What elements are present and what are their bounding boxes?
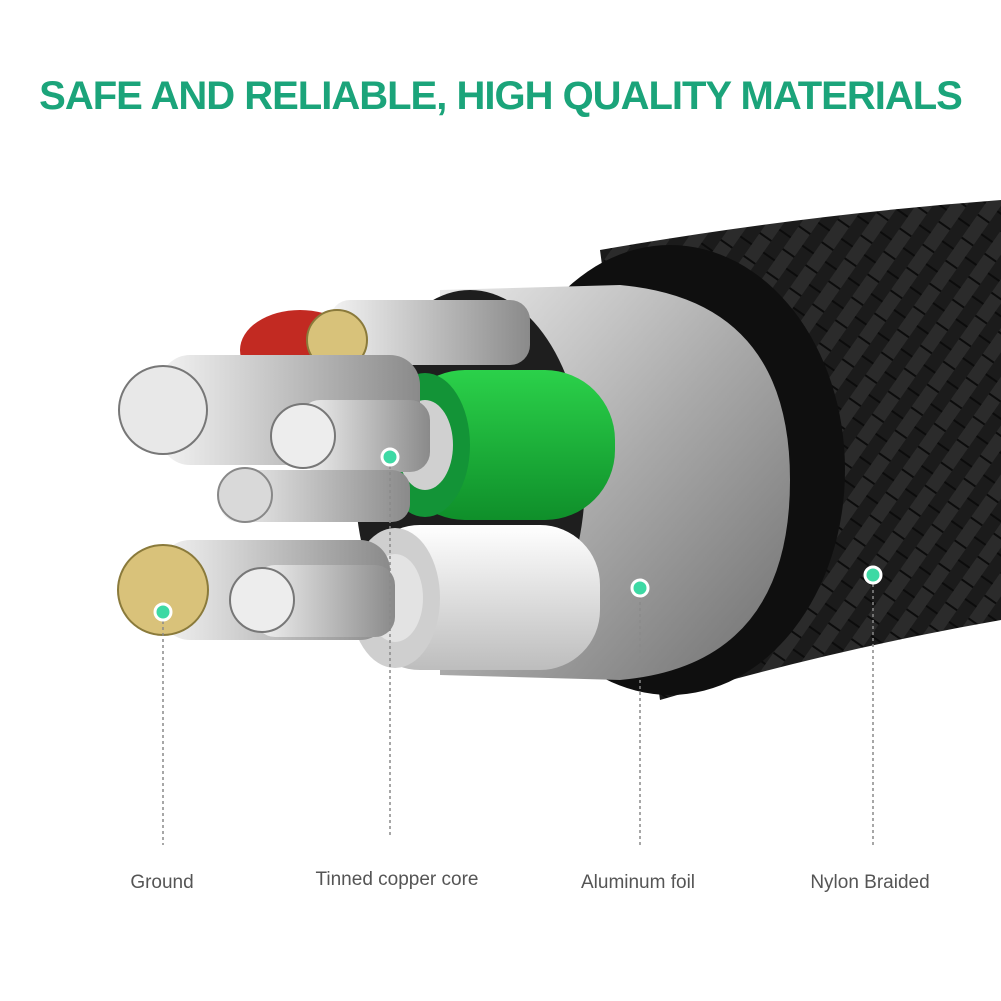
headline: SAFE AND RELIABLE, HIGH QUALITY MATERIAL…: [39, 74, 963, 118]
marker-dot: [153, 602, 173, 622]
silver-strands-bottom: [229, 567, 295, 633]
callout-tinned-copper-core: [380, 447, 400, 838]
label-ground: Ground: [130, 872, 194, 893]
label-nylon-braided: Nylon Braided: [810, 872, 930, 893]
label-tinned-copper-core: Tinned copper core: [315, 869, 479, 890]
silver-strands-mid: [270, 403, 336, 469]
silver-strands-left: [118, 365, 208, 455]
callout-aluminum-foil: [630, 578, 650, 845]
marker-dot: [863, 565, 883, 585]
callout-nylon-braided: [863, 565, 883, 845]
callout-ground: [153, 602, 173, 845]
label-aluminum-foil: Aluminum foil: [580, 872, 696, 893]
drain-wire: [217, 467, 273, 523]
marker-dot: [630, 578, 650, 598]
marker-dot: [380, 447, 400, 467]
